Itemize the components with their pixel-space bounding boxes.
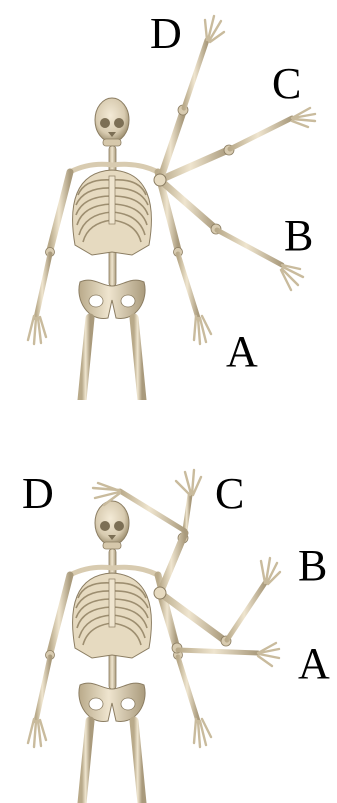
- label-d: D: [22, 469, 54, 518]
- label-d: D: [150, 9, 182, 58]
- label-b: B: [298, 541, 327, 590]
- skeleton-body: [28, 98, 211, 400]
- arm-position-b: [160, 558, 280, 646]
- label-a: A: [298, 639, 330, 688]
- bottom-skeleton-figure: D C B A: [0, 403, 337, 803]
- arm-position-b: [160, 180, 303, 290]
- top-skeleton-figure: D C B A: [0, 0, 337, 400]
- bottom-panel: D C B A: [0, 403, 337, 803]
- label-b: B: [284, 211, 313, 260]
- label-a: A: [226, 327, 258, 376]
- label-c: C: [272, 59, 301, 108]
- shoulder-joint: [154, 587, 166, 599]
- label-c: C: [215, 469, 244, 518]
- top-panel: D C B A: [0, 0, 337, 400]
- shoulder-joint: [154, 174, 166, 186]
